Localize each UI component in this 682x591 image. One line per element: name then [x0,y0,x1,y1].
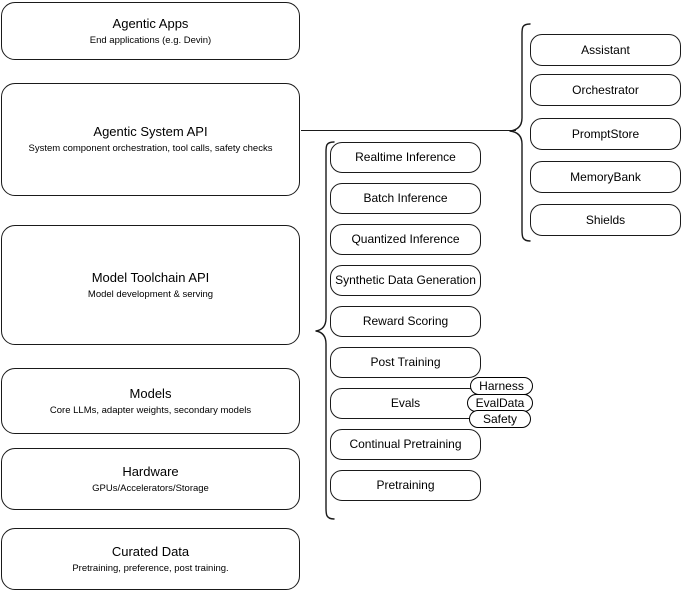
component-label: Assistant [581,42,630,57]
component-label: Evals [390,396,421,410]
component-reward-scoring[interactable]: Reward Scoring [330,306,481,337]
brace-toolchain-components [314,140,336,522]
component-label: Pretraining [376,478,435,492]
component-synthetic-data-generation[interactable]: Synthetic Data Generation [330,265,481,296]
layer-subtitle: Pretraining, preference, post training. [72,562,229,574]
layer-subtitle: Model development & serving [87,288,214,300]
badge-label: Safety [482,412,518,426]
component-post-training[interactable]: Post Training [330,347,481,378]
component-orchestrator[interactable]: Orchestrator [530,74,681,106]
component-label: MemoryBank [570,169,641,184]
component-label: Batch Inference [363,191,448,205]
component-label: PromptStore [571,126,640,141]
component-continual-pretraining[interactable]: Continual Pretraining [330,429,481,460]
component-realtime-inference[interactable]: Realtime Inference [330,142,481,173]
badge-label: EvalData [475,396,525,410]
component-memorybank[interactable]: MemoryBank [530,161,681,193]
component-promptstore[interactable]: PromptStore [530,118,681,150]
layer-title: Model Toolchain API [91,269,210,285]
component-batch-inference[interactable]: Batch Inference [330,183,481,214]
component-label: Synthetic Data Generation [335,273,476,287]
component-pretraining[interactable]: Pretraining [330,470,481,501]
badge-safety[interactable]: Safety [469,410,531,428]
layer-agentic-system-api[interactable]: Agentic System API System component orch… [1,83,300,196]
layer-title: Agentic Apps [112,15,189,31]
component-evals[interactable]: Evals [330,388,481,419]
connector-agentic-system-api-to-components [301,130,516,132]
layer-model-toolchain-api[interactable]: Model Toolchain API Model development & … [1,225,300,345]
layer-title: Curated Data [111,543,190,559]
layer-models[interactable]: Models Core LLMs, adapter weights, secon… [1,368,300,434]
component-label: Post Training [370,355,441,369]
layer-title: Agentic System API [93,124,208,139]
component-label: Realtime Inference [355,150,456,164]
component-label: Reward Scoring [362,314,449,328]
badge-label: Harness [479,379,524,393]
layer-subtitle: System component orchestration, tool cal… [28,143,273,154]
component-assistant[interactable]: Assistant [530,34,681,66]
layer-curated-data[interactable]: Curated Data Pretraining, preference, po… [1,528,300,590]
component-label: Continual Pretraining [349,437,462,451]
component-label: Orchestrator [572,82,639,97]
layer-title: Hardware [122,463,179,479]
layer-subtitle: GPUs/Accelerators/Storage [92,482,209,494]
layer-subtitle: End applications (e.g. Devin) [89,34,212,46]
brace-agentic-components [508,22,532,244]
component-label: Shields [585,212,626,227]
badge-harness[interactable]: Harness [470,377,533,395]
component-label: Quantized Inference [351,232,460,246]
layer-agentic-apps[interactable]: Agentic Apps End applications (e.g. Devi… [1,2,300,60]
component-quantized-inference[interactable]: Quantized Inference [330,224,481,255]
layer-title: Models [129,385,172,401]
layer-subtitle: Core LLMs, adapter weights, secondary mo… [49,404,252,416]
component-shields[interactable]: Shields [530,204,681,236]
layer-hardware[interactable]: Hardware GPUs/Accelerators/Storage [1,448,300,510]
